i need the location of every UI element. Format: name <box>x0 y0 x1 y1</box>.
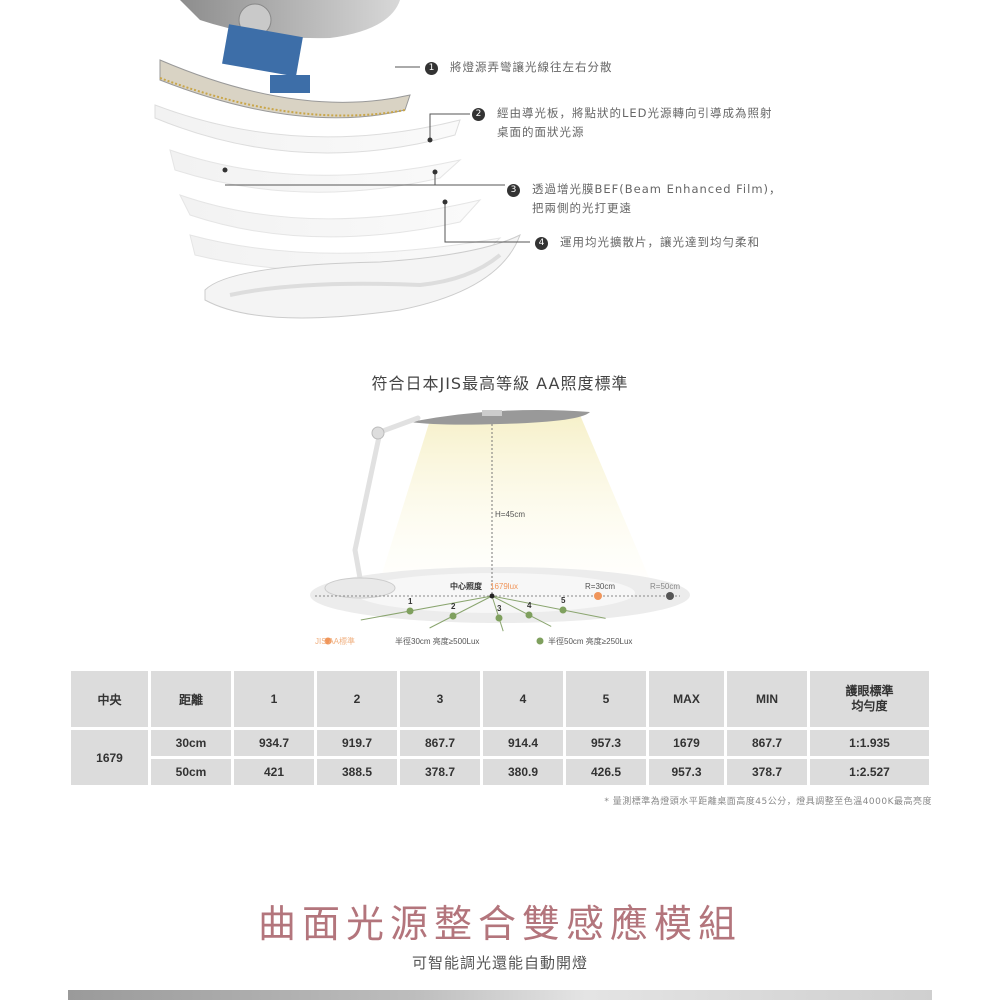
exploded-lamp-illustration <box>154 0 530 319</box>
ray-line <box>491 595 606 619</box>
value-cell: 378.7 <box>724 756 810 788</box>
measurement-point <box>559 606 567 614</box>
callout-text: 把兩側的光打更遠 <box>532 201 632 215</box>
legend-r50-text: 半徑50cm 亮度≥250Lux <box>548 636 632 646</box>
header-cell: 護眼標準 均勻度 <box>807 668 932 730</box>
illumination-title: 符合日本JIS最高等級 AA照度標準 <box>371 374 629 393</box>
header-cell: 中央 <box>68 668 151 730</box>
value-cell: 421 <box>231 756 317 788</box>
callout-number: 2 <box>472 108 485 121</box>
value-cell: 426.5 <box>563 756 649 788</box>
value-cell: 914.4 <box>480 727 566 759</box>
r50-marker <box>666 592 674 600</box>
header-cell: 5 <box>563 668 649 730</box>
callout-number: 1 <box>425 62 438 75</box>
center-label: 中心照度 <box>450 581 483 591</box>
value-cell: 388.5 <box>314 756 400 788</box>
feature-image <box>68 990 932 1000</box>
callout-text: 透過增光膜BEF(Beam Enhanced Film)， <box>532 182 782 196</box>
value-cell: 1:1.935 <box>807 727 932 759</box>
header-cell: 4 <box>480 668 566 730</box>
value-cell: 919.7 <box>314 727 400 759</box>
value-cell: 867.7 <box>397 727 483 759</box>
measurement-point-label: 3 <box>497 604 502 613</box>
distance-cell: 30cm <box>148 727 234 759</box>
header-cell: 距離 <box>148 668 234 730</box>
header-cell: 2 <box>314 668 400 730</box>
value-cell: 934.7 <box>231 727 317 759</box>
measurement-point-label: 2 <box>451 602 456 611</box>
r30-label: R=30cm <box>585 582 615 591</box>
measurement-point-label: 5 <box>561 596 566 605</box>
callout-text: 運用均光擴散片，讓光達到均勻柔和 <box>560 235 760 249</box>
header-cell: MIN <box>724 668 810 730</box>
value-cell: 957.3 <box>646 756 727 788</box>
center-value-cell: 1679 <box>68 727 151 788</box>
table-row: 50cm 421 388.5 378.7 380.9 426.5 957.3 3… <box>70 756 932 788</box>
callout-2: 2 經由導光板，將點狀的LED光源轉向引導成為照射 桌面的面狀光源 <box>472 104 773 142</box>
callout-text: 桌面的面狀光源 <box>497 125 585 139</box>
measurement-point <box>406 607 414 615</box>
measurement-point <box>449 612 457 620</box>
illuminance-table: 中央 距離 1 2 3 4 5 MAX MIN 護眼標準 均勻度 1679 30… <box>68 668 932 788</box>
measurement-point <box>495 614 503 622</box>
ray-line <box>491 595 552 627</box>
legend-jis-label: JIS AA標準 <box>315 636 355 646</box>
r30-marker <box>594 592 602 600</box>
value-cell: 867.7 <box>724 727 810 759</box>
callout-1: 1 將燈源弄彎讓光線往左右分散 <box>425 58 613 77</box>
legend-r30-text: 半徑30cm 亮度≥500Lux <box>395 636 479 646</box>
callout-4: 4 運用均光擴散片，讓光達到均勻柔和 <box>535 233 760 252</box>
ray-line <box>429 595 493 629</box>
value-cell: 957.3 <box>563 727 649 759</box>
ray-line <box>491 595 504 632</box>
header-cell: 3 <box>397 668 483 730</box>
value-cell: 378.7 <box>397 756 483 788</box>
feature-title: 曲面光源整合雙感應模組 <box>257 902 742 946</box>
table-footnote: * 量測標準為燈頭水平距離桌面高度45公分，燈具調整至色溫4000K最高亮度 <box>604 797 932 807</box>
height-label: H=45cm <box>495 510 525 519</box>
callout-number: 3 <box>507 184 520 197</box>
measurement-point-label: 1 <box>408 597 413 606</box>
distance-cell: 50cm <box>148 756 234 788</box>
header-cell: MAX <box>646 668 727 730</box>
table-row: 1679 30cm 934.7 919.7 867.7 914.4 957.3 … <box>68 727 932 788</box>
legend-orange-dot <box>324 637 332 645</box>
callout-text: 將燈源弄彎讓光線往左右分散 <box>450 60 613 74</box>
measurement-point <box>525 611 533 619</box>
value-cell: 1679 <box>646 727 727 759</box>
center-marker <box>489 593 495 599</box>
callout-text: 經由導光板，將點狀的LED光源轉向引導成為照射 <box>497 106 773 120</box>
r50-label: R=50cm <box>650 582 680 591</box>
table-header-row: 中央 距離 1 2 3 4 5 MAX MIN 護眼標準 均勻度 <box>68 668 932 730</box>
callout-number: 4 <box>535 237 548 250</box>
feature-subtitle: 可智能調光還能自動開燈 <box>411 954 588 972</box>
value-cell: 380.9 <box>480 756 566 788</box>
ray-line <box>360 595 493 621</box>
legend-green-dot <box>536 637 544 645</box>
callout-3: 3 透過增光膜BEF(Beam Enhanced Film)， 把兩側的光打更遠 <box>507 180 782 218</box>
header-cell: 1 <box>231 668 317 730</box>
value-cell: 1:2.527 <box>807 756 932 788</box>
center-value: 1679lux <box>490 582 518 591</box>
measurement-point-label: 4 <box>527 601 532 610</box>
